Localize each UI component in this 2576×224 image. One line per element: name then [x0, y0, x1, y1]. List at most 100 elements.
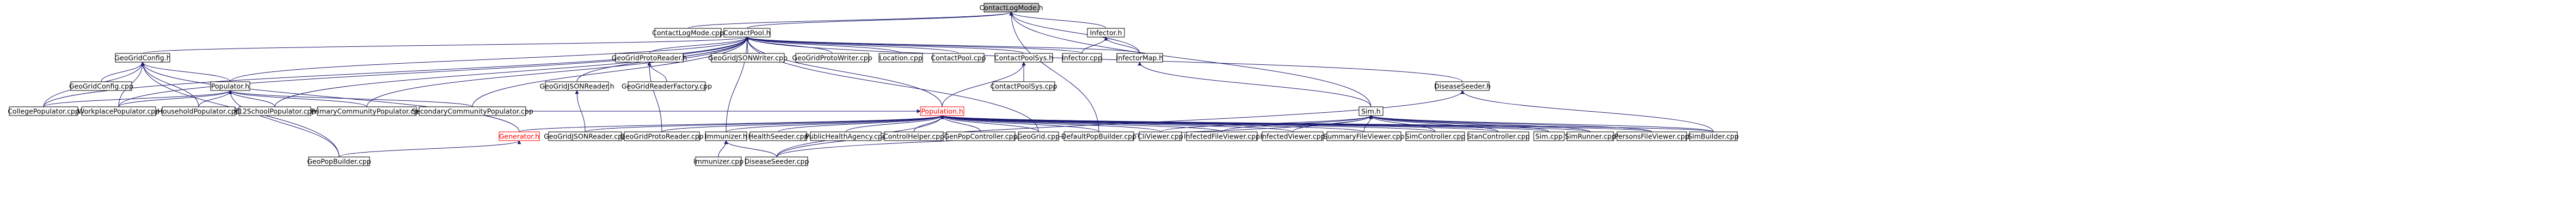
edge-SimBuilder_cpp-to-Population_h: [940, 115, 1714, 132]
node-simcontroller-cpp[interactable]: SimController.cpp: [1405, 131, 1466, 141]
node-cliviewer-cpp[interactable]: CliViewer.cpp: [1138, 131, 1183, 141]
edge-CollegePopulator_cpp-to-Populator_h: [43, 90, 232, 107]
node-box: [1358, 106, 1384, 116]
node-box: [624, 131, 700, 141]
node-label: Sim.h: [1361, 107, 1380, 116]
edge-GeoGridReaderFactory_cpp-to-GeoGridProtoReader_h: [647, 62, 667, 82]
node-geogridprotowriter-cpp[interactable]: GeoGridProtoWriter.cpp: [792, 53, 872, 63]
node-primarycommunitypopulator-cpp[interactable]: PrimaryCommunityPopulator.cpp: [311, 106, 423, 116]
node-geogridjsonreader-cpp[interactable]: GeoGridJSONReader.cpp: [544, 131, 626, 141]
node-label: ContactPool.h: [723, 29, 770, 37]
node-label: ContactPool.cpp: [931, 54, 986, 62]
node-simbuilder-cpp[interactable]: SimBuilder.cpp: [1688, 131, 1739, 141]
node-collegepopulator-cpp[interactable]: CollegePopulator.cpp: [8, 106, 79, 116]
edge-Immunizer_h-to-Population_h: [726, 115, 944, 132]
node-label: InfectedFileViewer.cpp: [1184, 132, 1260, 141]
node-infector-h[interactable]: Infector.h: [1087, 28, 1125, 38]
node-geogridprotoreader-cpp[interactable]: GeoGridProtoReader.cpp: [620, 131, 704, 141]
node-box: [1616, 131, 1687, 141]
node-geogrid-cpp[interactable]: GeoGrid.cpp: [1017, 131, 1060, 141]
node-populator-h[interactable]: Populator.h: [210, 81, 250, 91]
node-infectormap-h[interactable]: InfectorMap.h: [1116, 53, 1164, 63]
node-workplacepopulator-cpp[interactable]: WorkplacePopulator.cpp: [78, 106, 159, 116]
node-geogridjsonwriter-cpp[interactable]: GeoGridJSONWriter.cpp: [708, 53, 788, 63]
node-simrunner-cpp[interactable]: SimRunner.cpp: [1565, 131, 1616, 141]
edge-WorkplacePopulator_cpp-to-ContactPool_h: [118, 37, 749, 107]
node-sim-h[interactable]: Sim.h: [1358, 106, 1384, 116]
node-infector-cpp[interactable]: Infector.cpp: [1062, 53, 1102, 63]
node-box: [878, 53, 923, 63]
node-sim-cpp[interactable]: Sim.cpp: [1533, 131, 1565, 141]
edge-Generator_h-to-Population_h: [519, 115, 944, 132]
node-geogridconfig-h[interactable]: GeoGridConfig.h: [114, 53, 171, 63]
edge-PrimaryCommunityPopulator_cpp-to-ContactPool_h: [366, 37, 749, 107]
node-label: PersonsFileViewer.cpp: [1614, 132, 1689, 141]
node-contactpool-cpp[interactable]: ContactPool.cpp: [931, 53, 986, 63]
node-box: [238, 106, 311, 116]
node-secondarycommunitypopulator-cpp[interactable]: SecondaryCommunityPopulator.cpp: [411, 106, 533, 116]
node-publichealthagency-cpp[interactable]: PublicHealthAgency.cpp: [805, 131, 887, 141]
node-immunizer-cpp[interactable]: Immunizer.cpp: [693, 156, 743, 166]
node-infectedfileviewer-cpp[interactable]: InfectedFileViewer.cpp: [1184, 131, 1260, 141]
edges-layer: [43, 11, 1714, 158]
node-label: WorkplacePopulator.cpp: [78, 107, 159, 116]
node-label: Immunizer.h: [705, 132, 747, 141]
node-geogridreaderfactory-cpp[interactable]: GeoGridReaderFactory.cpp: [622, 81, 712, 91]
edge-Infector_cpp-to-ContactPool_h: [745, 37, 1083, 54]
node-genpopcontroller-cpp[interactable]: GenPopController.cpp: [944, 131, 1018, 141]
node-label: GenPopController.cpp: [944, 132, 1017, 141]
node-k12schoolpopulator-cpp[interactable]: K12SchoolPopulator.cpp: [234, 106, 316, 116]
node-box: [615, 53, 684, 63]
node-box: [1689, 131, 1738, 141]
node-label: DiseaseSeeder.cpp: [745, 158, 809, 166]
node-contactpoolsys-h[interactable]: ContactPoolSys.h: [994, 53, 1053, 63]
node-contactpoolsys-cpp[interactable]: ContactPoolSys.cpp: [990, 81, 1058, 91]
node-box: [545, 81, 609, 91]
node-box: [1062, 53, 1102, 63]
node-location-cpp[interactable]: Location.cpp: [878, 53, 923, 63]
edge-ContactPoolSys_h-to-ContactPool_h: [745, 37, 1024, 54]
node-geogridjsonreader-h[interactable]: GeoGridJSONReader.h: [539, 81, 614, 91]
edge-CollegePopulator_cpp-to-ContactPool_h: [43, 37, 749, 107]
node-healthseeder-cpp[interactable]: HealthSeeder.cpp: [748, 131, 809, 141]
node-stancontroller-cpp[interactable]: StanController.cpp: [1467, 131, 1530, 141]
node-diseaseseeder-cpp[interactable]: DiseaseSeeder.cpp: [745, 156, 809, 166]
edge-Infector_h-to-ContactLogMode_h: [1009, 11, 1106, 29]
node-personsfileviewer-cpp[interactable]: PersonsFileViewer.cpp: [1614, 131, 1689, 141]
node-diseaseseeder-h[interactable]: DiseaseSeeder.h: [1434, 81, 1491, 91]
edge-InfectedViewer_cpp-to-Population_h: [940, 115, 1293, 132]
node-immunizer-h[interactable]: Immunizer.h: [705, 131, 747, 141]
edge-PrimaryCommunityPopulator_cpp-to-Populator_h: [228, 90, 367, 107]
node-controlhelper-cpp[interactable]: ControlHelper.cpp: [883, 131, 944, 141]
node-box: [795, 53, 869, 63]
node-defaultpopbuilder-cpp[interactable]: DefaultPopBuilder.cpp: [1061, 131, 1136, 141]
edge-GeoGridJSONReader_cpp-to-Population_h: [585, 115, 944, 132]
node-box: [745, 156, 808, 166]
node-geopopbuilder-cpp[interactable]: GeoPopBuilder.cpp: [307, 156, 371, 166]
edge-GeoGridConfig_h-to-ContactPool_h: [142, 37, 749, 54]
node-box: [1087, 28, 1125, 38]
edge-DiseaseSeeder_h-to-ContactPool_h: [745, 37, 1463, 82]
node-label: GeoGridJSONWriter.cpp: [708, 54, 788, 62]
node-contactlogmode-cpp[interactable]: ContactLogMode.cpp: [652, 28, 724, 38]
node-contactpool-h[interactable]: ContactPool.h: [723, 28, 771, 38]
node-householdpopulator-cpp[interactable]: HouseholdPopulator.cpp: [157, 106, 240, 116]
node-generator-h[interactable]: Generator.h: [499, 131, 540, 141]
edge-SecondaryCommunityPopulator_cpp-to-ContactPool_h: [472, 37, 749, 107]
node-geogridconfig-cpp[interactable]: GeoGridConfig.cpp: [69, 81, 133, 91]
node-box: [1018, 131, 1059, 141]
edge-HealthSeeder_cpp-to-Population_h: [778, 115, 944, 132]
node-population-h[interactable]: Population.h: [920, 106, 964, 116]
node-box: [1186, 131, 1258, 141]
edge-HouseholdPopulator_cpp-to-GeoGridConfig_h: [140, 62, 199, 107]
node-box: [419, 106, 526, 116]
node-geogridprotoreader-h[interactable]: GeoGridProtoReader.h: [612, 53, 687, 63]
node-contactlogmode-h[interactable]: ContactLogMode.h: [980, 3, 1043, 13]
node-box: [308, 156, 370, 166]
node-label: DiseaseSeeder.h: [1434, 82, 1491, 90]
node-infectedviewer-cpp[interactable]: InfectedViewer.cpp: [1260, 131, 1325, 141]
node-label: Population.h: [921, 107, 963, 116]
node-summaryfileviewer-cpp[interactable]: SummaryFileViewer.cpp: [1323, 131, 1405, 141]
node-box: [317, 106, 417, 116]
edge-SimBuilder_cpp-to-Sim_h: [1369, 115, 1714, 132]
